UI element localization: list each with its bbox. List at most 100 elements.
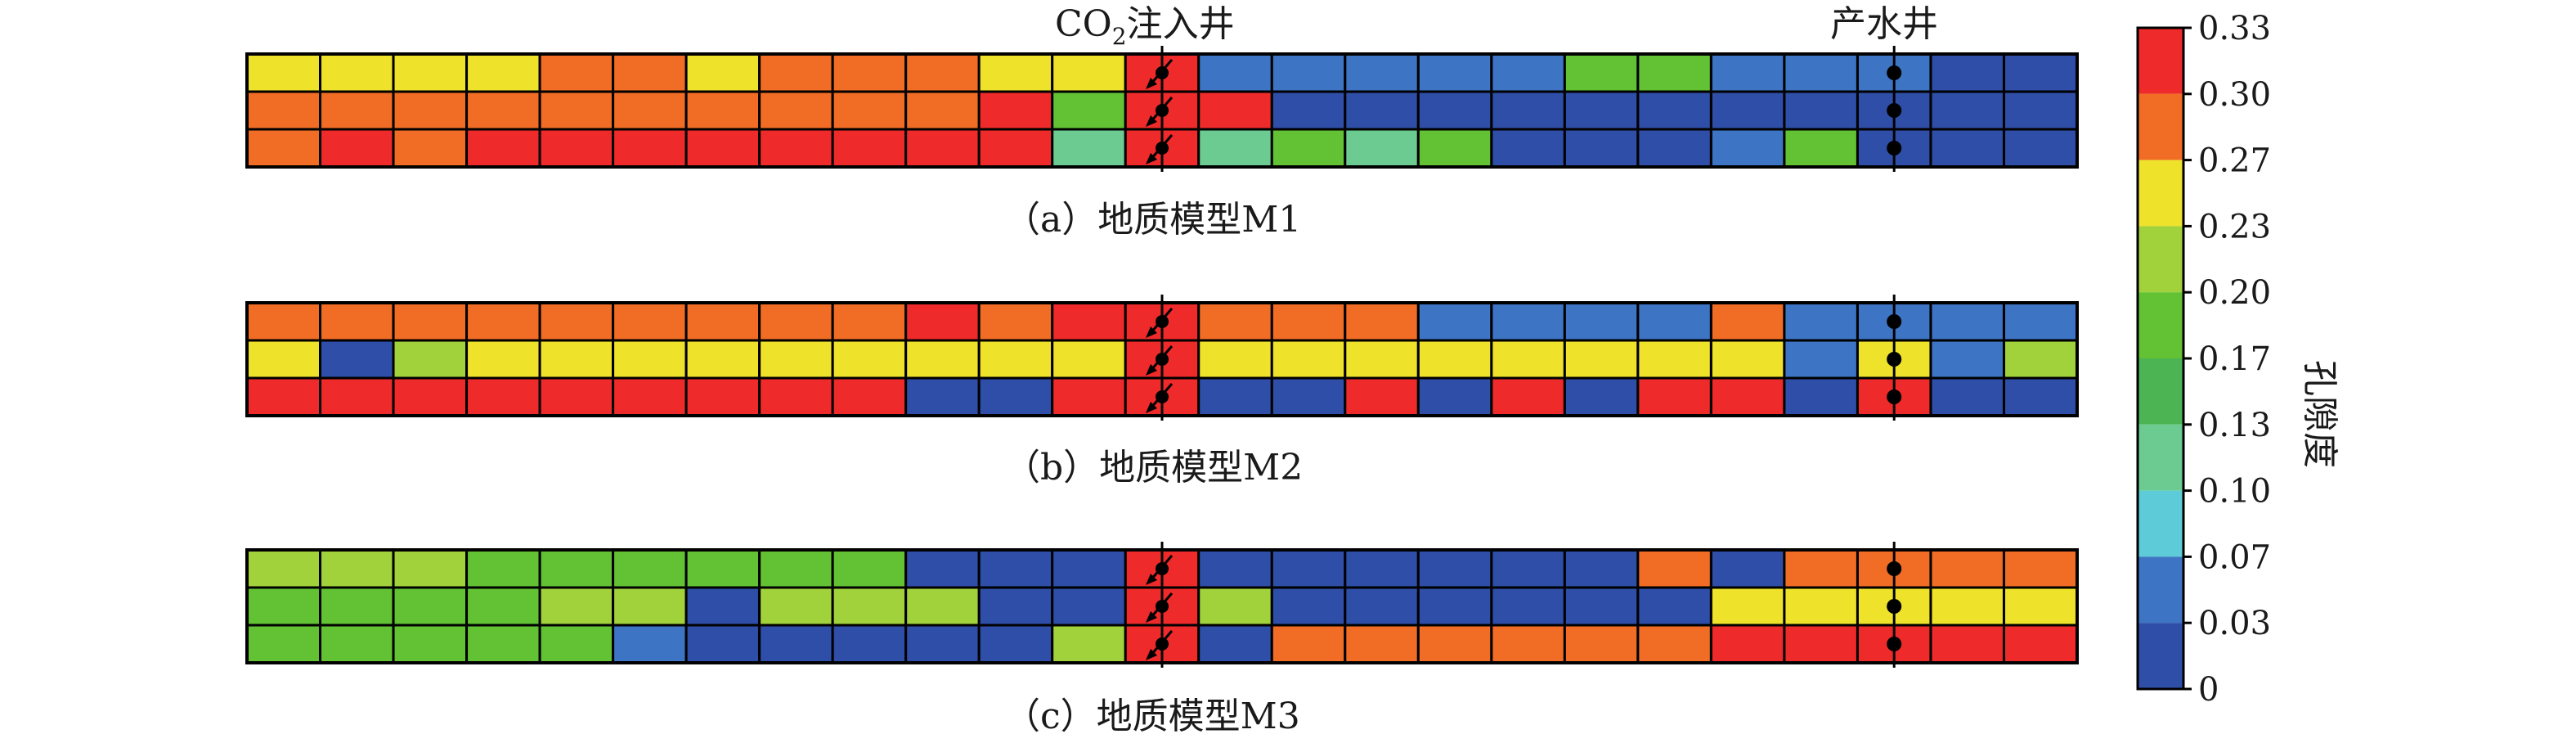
grid-cell — [245, 339, 322, 380]
colorbar-bin — [2138, 490, 2183, 557]
grid-cell — [1344, 52, 1420, 93]
grid-cell — [831, 90, 908, 131]
grid-cell — [612, 52, 688, 93]
injection-arrow-icon — [1149, 59, 1174, 85]
grid-cell — [758, 301, 834, 342]
model-grids — [245, 46, 2079, 668]
grid-cell — [465, 586, 541, 627]
grid-cell — [1490, 376, 1566, 417]
grid-cell — [1416, 548, 1493, 589]
grid-cell — [904, 301, 981, 342]
colorbar-bin — [2138, 292, 2183, 358]
grid-cell — [977, 548, 1054, 589]
grid-cell — [1344, 624, 1420, 664]
grid-cell — [612, 339, 688, 380]
grid-cell — [465, 90, 541, 131]
production-point — [1887, 141, 1902, 155]
grid-cell — [1709, 548, 1786, 589]
colorbar-tick-label: 0.10 — [2198, 473, 2271, 511]
grid-cell — [245, 548, 322, 589]
production-point — [1887, 637, 1902, 651]
grid-cell — [538, 52, 615, 93]
grid-cell — [392, 301, 469, 342]
grid-cell — [758, 376, 834, 417]
colorbar-title: 孔隙度 — [2299, 360, 2340, 468]
grid-cell — [1636, 586, 1712, 627]
grid-cell — [977, 624, 1054, 664]
grid-cell — [1197, 376, 1273, 417]
grid-cell — [1270, 376, 1347, 417]
grid-cell — [392, 128, 469, 169]
grid-cell — [1197, 90, 1273, 131]
grid-cell — [2002, 376, 2079, 417]
grid-cell — [1709, 301, 1786, 342]
grid-cell — [392, 548, 469, 589]
colorbar-tick-label: 0 — [2198, 671, 2219, 709]
grid-cell — [538, 90, 615, 131]
grid-cell — [1636, 548, 1712, 589]
grid-cell — [1783, 376, 1859, 417]
grid-cell — [1344, 90, 1420, 131]
production-point — [1887, 352, 1902, 367]
grid-cell — [831, 52, 908, 93]
grid-cell — [538, 376, 615, 417]
grid-cell — [1929, 586, 2005, 627]
model-grid-m1 — [245, 46, 2079, 172]
caption-m2: （b）地质模型M2 — [1004, 447, 1303, 489]
grid-cell — [684, 624, 761, 664]
colorbar-bin — [2138, 556, 2183, 624]
grid-cell — [1783, 339, 1859, 380]
injection-arrow-icon — [1149, 555, 1174, 581]
producer-well-label: 产水井 — [1830, 3, 1938, 45]
grid-cell — [1929, 624, 2005, 664]
grid-cell — [2002, 586, 2079, 627]
grid-cell — [1563, 90, 1640, 131]
grid-cell — [1929, 90, 2005, 131]
model-grid-m3 — [245, 542, 2079, 668]
grid-cell — [831, 301, 908, 342]
injection-arrow-icon — [1149, 97, 1174, 123]
grid-cell — [319, 52, 395, 93]
colorbar-tick-label: 0.07 — [2198, 538, 2271, 576]
grid-cell — [684, 376, 761, 417]
grid-cell — [758, 90, 834, 131]
grid-cell — [758, 624, 834, 664]
grid-cell — [1416, 339, 1493, 380]
production-point — [1887, 314, 1902, 329]
grid-cell — [465, 548, 541, 589]
injection-arrowhead-icon — [1146, 115, 1157, 127]
injection-arrow-icon — [1149, 630, 1174, 656]
grid-cell — [1563, 586, 1640, 627]
colorbar-bin — [2138, 93, 2183, 160]
grid-cell — [904, 339, 981, 380]
grid-cell — [245, 624, 322, 664]
grid-cell — [538, 624, 615, 664]
colorbar-tick-label: 0.03 — [2198, 605, 2271, 642]
grid-cell — [977, 339, 1054, 380]
grid-cell — [2002, 90, 2079, 131]
colorbar-bin — [2138, 28, 2183, 94]
grid-cell — [245, 128, 322, 169]
colorbar-tick-label: 0.33 — [2198, 10, 2271, 47]
grid-cell — [1197, 301, 1273, 342]
grid-cell — [1416, 52, 1493, 93]
grid-cell — [1270, 339, 1347, 380]
porosity-colorbar: 0.330.300.270.230.200.170.130.100.070.03… — [2136, 10, 2271, 709]
grid-cell — [684, 52, 761, 93]
grid-cell — [1636, 52, 1712, 93]
grid-cell — [1783, 586, 1859, 627]
grid-cell — [1636, 624, 1712, 664]
injection-arrowhead-icon — [1146, 78, 1157, 89]
grid-cell — [1270, 586, 1347, 627]
grid-cell — [392, 339, 469, 380]
grid-cell — [1783, 548, 1859, 589]
grid-cell — [612, 128, 688, 169]
caption-m1: （a）地质模型M1 — [1004, 199, 1301, 241]
grid-cell — [758, 339, 834, 380]
injection-arrowhead-icon — [1146, 402, 1157, 413]
grid-cell — [977, 128, 1054, 169]
grid-cell — [319, 128, 395, 169]
colorbar-bin — [2138, 424, 2183, 491]
grid-cell — [1490, 548, 1566, 589]
grid-cell — [1344, 376, 1420, 417]
